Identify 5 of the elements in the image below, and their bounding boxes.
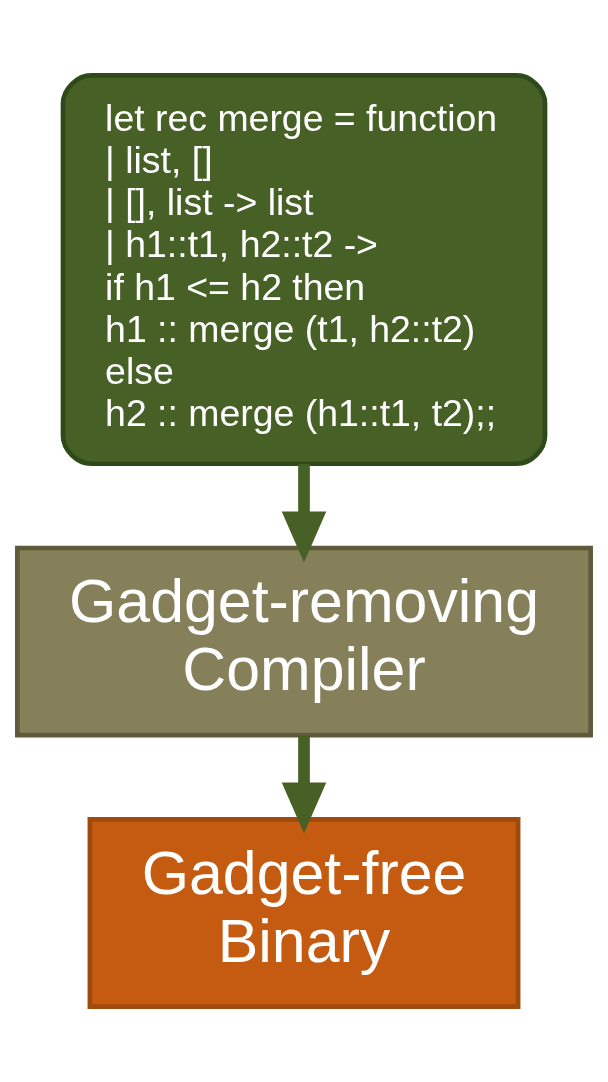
arrow [281,735,327,834]
arrow [281,464,327,563]
node-box: Gadget-free Binary [87,817,521,1009]
node-box: Gadget-removing Compiler [15,545,593,738]
node-box: let rec merge = function | list, [] | [], list -> list | h1::t1, h2::t2 -> if h1 <= h2 then h1 :: merge (t1, h2::t2) else h2 :: merge (h1::t1, t2);; [60,73,548,467]
